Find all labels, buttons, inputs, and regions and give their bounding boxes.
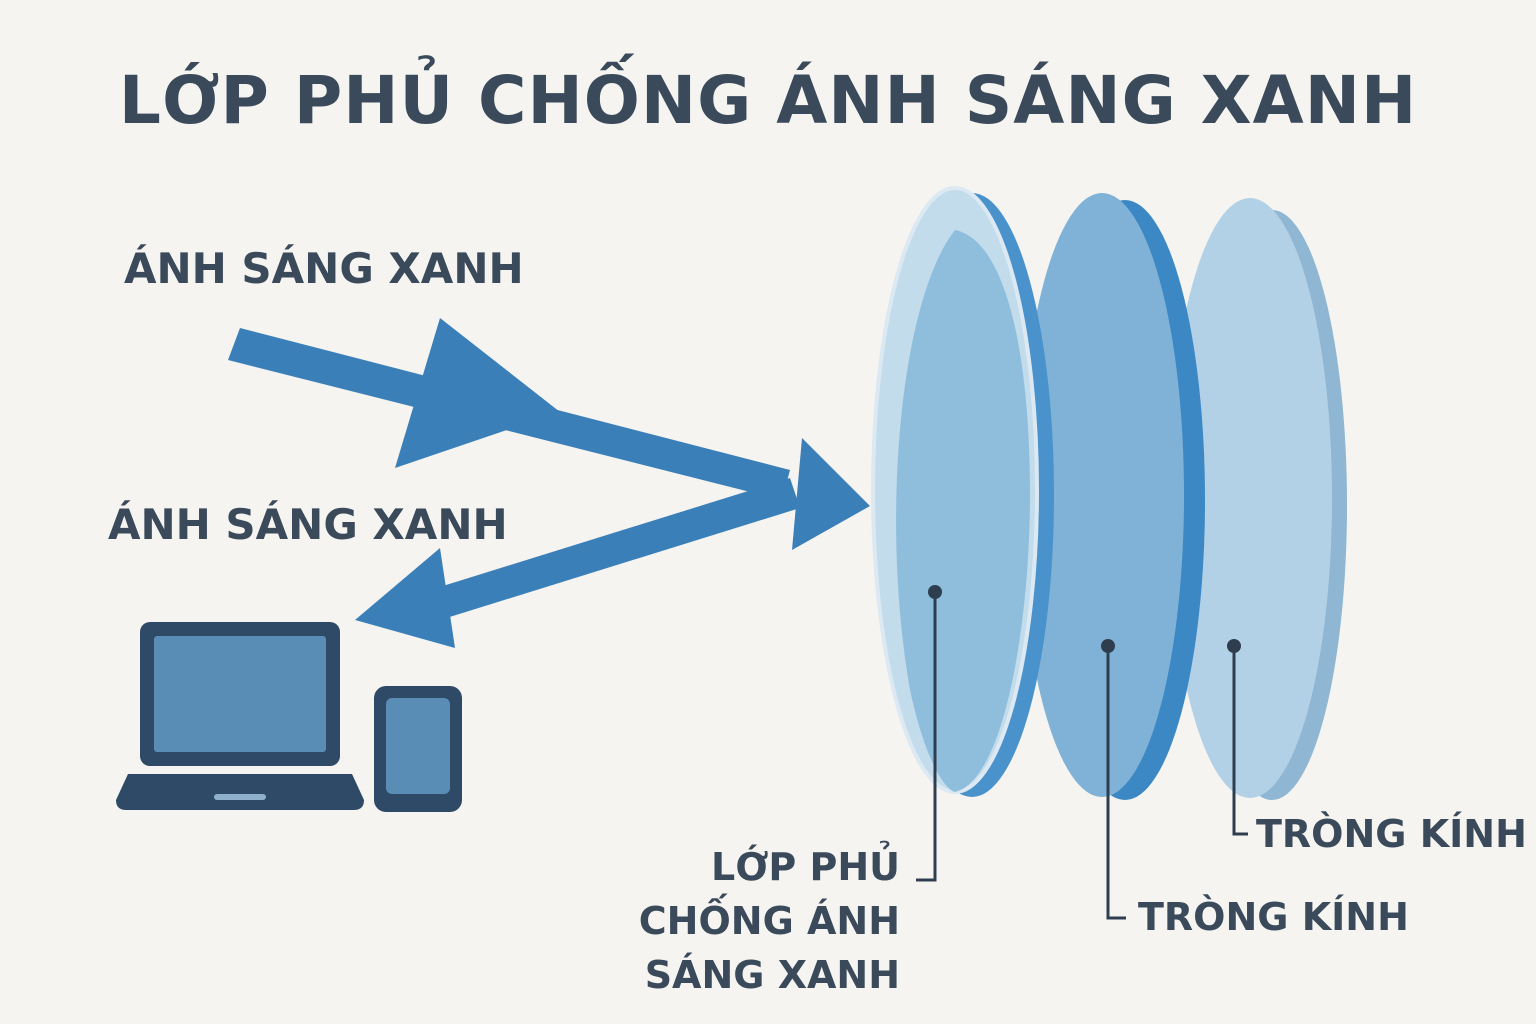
coating-label: LỚP PHỦ CHỐNG ÁNH SÁNG XANH (560, 840, 900, 1002)
phone-icon (374, 686, 462, 812)
reflected-light-label: ÁNH SÁNG XANH (108, 500, 508, 549)
arrow-reflected-icon (355, 478, 800, 648)
coating-label-line-3: SÁNG XANH (644, 953, 900, 997)
coating-label-line-2: CHỐNG ÁNH (638, 899, 900, 943)
lens-label-middle: TRÒNG KÍNH (1138, 895, 1409, 939)
laptop-icon (116, 622, 364, 810)
middle-lens (1020, 193, 1205, 800)
leader-lines (916, 585, 1248, 920)
arrow-incoming-icon (228, 318, 870, 550)
lens-label-back: TRÒNG KÍNH (1256, 812, 1527, 856)
page-title: LỚP PHỦ CHỐNG ÁNH SÁNG XANH (118, 62, 1418, 139)
coating-lens-inner (896, 230, 1030, 792)
coating-label-line-1: LỚP PHỦ (711, 845, 900, 889)
incoming-light-label: ÁNH SÁNG XANH (124, 244, 524, 293)
